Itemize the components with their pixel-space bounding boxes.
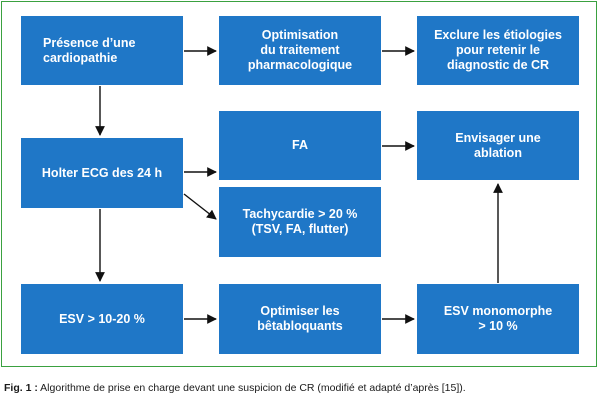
caption-text: Algorithme de prise en charge devant une… — [37, 382, 466, 394]
node-label: Envisager une ablation — [455, 130, 541, 160]
node-holter-ecg: Holter ECG des 24 h — [21, 138, 183, 208]
node-envisager-ablation: Envisager une ablation — [417, 111, 579, 180]
figure-caption: Fig. 1 : Algorithme de prise en charge d… — [4, 382, 596, 394]
node-label: FA — [292, 138, 308, 152]
node-fa: FA — [219, 111, 381, 180]
node-label: Tachycardie > 20 % (TSV, FA, flutter) — [242, 207, 358, 236]
node-esv-10-20: ESV > 10-20 % — [21, 284, 183, 354]
diagram-frame — [1, 1, 597, 367]
node-optimisation-traitement: Optimisation du traitement pharmacologiq… — [219, 16, 381, 85]
node-label: Exclure les étiologies pour retenir le d… — [434, 28, 562, 72]
node-presence-cardiopathie: Présence d’une cardiopathie — [21, 16, 183, 85]
node-label: Holter ECG des 24 h — [41, 165, 163, 180]
node-exclure-etiologies: Exclure les étiologies pour retenir le d… — [417, 16, 579, 85]
node-label: Optimiser les bêtabloquants — [257, 304, 343, 333]
caption-label: Fig. 1 : — [4, 382, 38, 394]
node-optimiser-betabloquants: Optimiser les bêtabloquants — [219, 284, 381, 354]
node-label: Présence d’une cardiopathie — [43, 35, 136, 65]
node-esv-monomorphe: ESV monomorphe > 10 % — [417, 284, 579, 354]
node-tachycardie: Tachycardie > 20 % (TSV, FA, flutter) — [219, 187, 381, 257]
node-label: Optimisation du traitement pharmacologiq… — [247, 28, 353, 72]
node-label: ESV > 10-20 % — [59, 311, 145, 326]
node-label: ESV monomorphe > 10 % — [443, 304, 553, 333]
